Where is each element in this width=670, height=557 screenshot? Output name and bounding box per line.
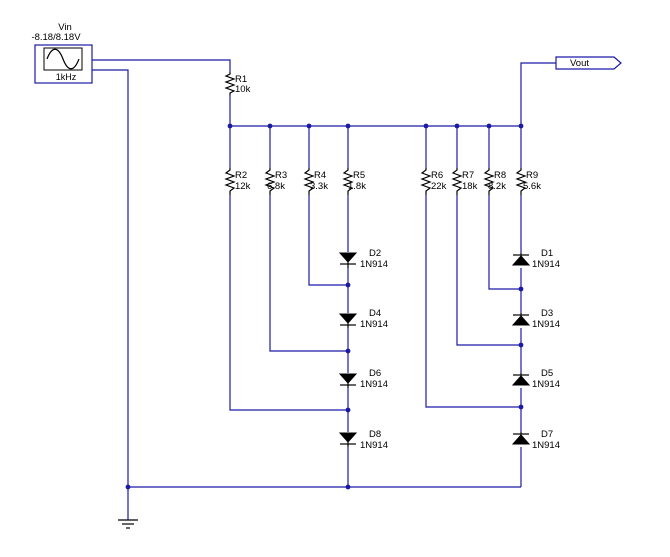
junction-dots: [125, 123, 524, 490]
resistor-r5[interactable]: R5 1.8k: [342, 168, 366, 195]
resistor-name: R6: [431, 170, 443, 181]
junction-dot: [486, 123, 492, 129]
diode-name: D4: [369, 308, 381, 319]
junction-dot: [518, 404, 524, 410]
diode-d3[interactable]: D3 1N914: [511, 308, 560, 330]
diode-name: D3: [541, 308, 553, 319]
junction-dot: [423, 123, 429, 129]
resistor-r6[interactable]: R6 22k: [420, 168, 447, 195]
resistor-value: 10k: [235, 84, 251, 95]
diode-d8[interactable]: D8 1N914: [338, 429, 388, 451]
resistor-r7[interactable]: R7 18k: [451, 168, 478, 195]
wires: [92, 59, 556, 520]
resistor-name: R9: [526, 170, 538, 181]
junction-dot: [518, 123, 524, 129]
resistor-value: 22k: [431, 181, 447, 192]
junction-dot: [306, 123, 312, 129]
resistor-name: R4: [314, 170, 326, 181]
junction-dot: [125, 484, 131, 490]
diode-d5[interactable]: D5 1N914: [511, 368, 560, 390]
diode-d7[interactable]: D7 1N914: [511, 429, 560, 451]
diode-d2[interactable]: D2 1N914: [338, 248, 388, 270]
diode-name: D8: [369, 429, 381, 440]
resistor-name: R5: [353, 170, 365, 181]
resistor-r1[interactable]: R1 10k: [224, 72, 251, 95]
diode-part: 1N914: [360, 379, 388, 390]
diode-name: D1: [541, 248, 553, 259]
junction-dot: [518, 342, 524, 348]
resistor-value: 5.6k: [523, 181, 541, 192]
junction-dot: [454, 123, 460, 129]
diode-part: 1N914: [360, 319, 388, 330]
diode-d1[interactable]: D1 1N914: [511, 248, 560, 270]
resistor-value: 6.8k: [267, 181, 285, 192]
junction-dot: [345, 282, 351, 288]
diode-part: 1N914: [360, 440, 388, 451]
resistor-name: R2: [235, 170, 247, 181]
resistor-name: R7: [462, 170, 474, 181]
resistor-r8[interactable]: R8 8.2k: [483, 168, 506, 195]
output-flag[interactable]: Vout: [555, 56, 622, 70]
junction-dot: [227, 123, 233, 129]
resistor-value: 3.3k: [310, 181, 328, 192]
diode-part: 1N914: [532, 319, 560, 330]
junction-dot: [345, 484, 351, 490]
diode-name: D6: [369, 368, 381, 379]
diode-d4[interactable]: D4 1N914: [338, 308, 388, 330]
diode-part: 1N914: [532, 379, 560, 390]
resistor-name: R8: [494, 170, 506, 181]
resistor-r3[interactable]: R3 6.8k: [264, 168, 287, 195]
source-frequency: 1kHz: [56, 72, 77, 82]
resistor-r2[interactable]: R2 12k: [224, 168, 251, 195]
diode-name: D2: [369, 248, 381, 259]
ground-symbol: [118, 519, 138, 529]
source-amplitude: -8.18/8.18V: [31, 32, 81, 43]
resistor-value: 18k: [462, 181, 478, 192]
voltage-source[interactable]: Vin -8.18/8.18V 1kHz: [31, 22, 93, 84]
resistor-value: 1.8k: [348, 181, 366, 192]
diode-part: 1N914: [532, 259, 560, 270]
resistor-value: 12k: [235, 181, 251, 192]
resistor-r4[interactable]: R4 3.3k: [303, 168, 328, 195]
resistor-name: R3: [275, 170, 287, 181]
resistor-r9[interactable]: R9 5.6k: [515, 168, 541, 195]
diode-part: 1N914: [532, 440, 560, 451]
junction-dot: [267, 123, 273, 129]
diode-name: D5: [541, 368, 553, 379]
diode-d6[interactable]: D6 1N914: [338, 368, 388, 390]
resistor-name: R1: [235, 74, 247, 85]
diode-part: 1N914: [360, 259, 388, 270]
junction-dot: [518, 286, 524, 292]
junction-dot: [345, 407, 351, 413]
resistor-value: 8.2k: [488, 181, 506, 192]
diode-name: D7: [541, 429, 553, 440]
junction-dot: [345, 123, 351, 129]
output-label: Vout: [570, 58, 589, 69]
junction-dot: [345, 348, 351, 354]
source-name: Vin: [58, 22, 72, 33]
